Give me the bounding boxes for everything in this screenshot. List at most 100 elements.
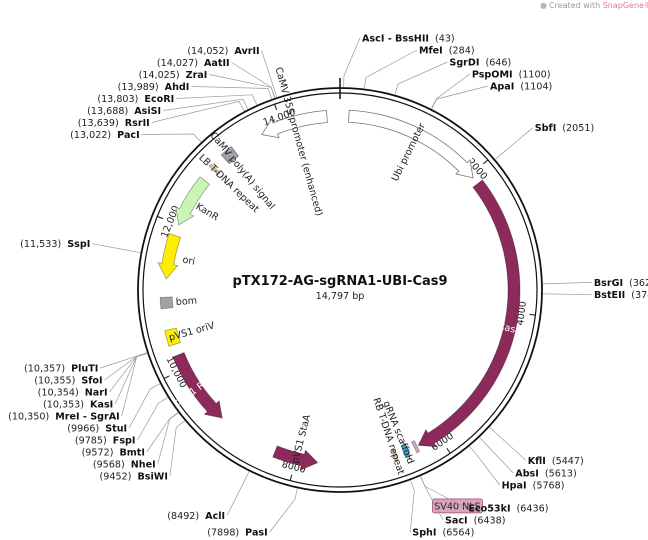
enzyme-position: (13,989)	[118, 82, 159, 93]
sv40-nls-box	[432, 498, 483, 514]
enzyme-position: (9785)	[75, 435, 107, 446]
enzyme-leader-line	[409, 480, 415, 533]
enzyme-leader-line	[542, 293, 593, 296]
enzyme-site-bmti[interactable]: BmtI(9572)	[82, 412, 179, 459]
feature-cas9[interactable]: Cas9	[417, 179, 522, 448]
enzyme-site-bsiwi[interactable]: BsiWI(9452)	[100, 420, 185, 483]
feature-ori[interactable]: ori	[157, 232, 196, 280]
snapgene-logo-icon: ●	[540, 1, 547, 10]
snapgene-credit[interactable]: ● Created with SnapGene®	[540, 1, 648, 10]
enzyme-leader-line	[191, 86, 273, 99]
enzyme-site-saci[interactable]: SacI(6438)	[420, 476, 506, 527]
feature-label: ori	[182, 255, 196, 268]
enzyme-leader-line	[157, 412, 179, 465]
enzyme-leader-line	[163, 98, 249, 111]
enzyme-site-nhei[interactable]: NheI(9568)	[93, 412, 179, 471]
enzyme-position: (11,533)	[20, 239, 61, 250]
backbone-inner-strand	[142, 92, 538, 488]
feature-bom[interactable]: bom	[159, 296, 197, 310]
feature-arrow	[175, 176, 210, 226]
enzyme-name: PasI	[245, 528, 268, 539]
feature-arrow	[411, 440, 421, 454]
enzyme-site-sbfi[interactable]: SbfI(2051)	[495, 123, 594, 160]
feature-kanr[interactable]: KanR	[175, 176, 221, 226]
tick-mark	[157, 215, 164, 220]
enzyme-site-mrei-sgrai[interactable]: MreI - SgrAI(10,350)	[8, 353, 148, 422]
enzyme-position: (14,027)	[157, 58, 198, 69]
enzyme-leader-line	[169, 420, 185, 477]
enzyme-site-sspi[interactable]: SspI(11,533)	[20, 239, 141, 254]
enzyme-site-bsrgi[interactable]: BsrGI(3628)	[542, 278, 648, 289]
feature-arrow	[417, 179, 521, 448]
enzyme-leader-line	[420, 476, 444, 521]
enzyme-position: (6564)	[442, 528, 474, 539]
enzyme-site-bsteii[interactable]: BstEII(3743)	[542, 290, 648, 301]
enzyme-name: AclI	[205, 511, 225, 522]
enzyme-site-apai[interactable]: ApaI(1104)	[431, 82, 553, 110]
enzyme-site-mfei[interactable]: MfeI(284)	[364, 46, 475, 89]
enzyme-site-ahdi[interactable]: AhdI(13,989)	[118, 82, 273, 99]
enzyme-leader-line	[431, 85, 489, 110]
enzyme-site-kfli[interactable]: KflI(5447)	[489, 426, 584, 467]
enzyme-leader-line	[121, 353, 148, 417]
enzyme-site-hpai[interactable]: HpaI(5768)	[469, 446, 565, 491]
feature-sv40-nls[interactable]: SV40 NLS	[411, 440, 483, 514]
enzyme-position: (9568)	[93, 459, 125, 470]
enzyme-position: (10,355)	[34, 375, 75, 386]
feature-ubi-promoter[interactable]: Ubi promoter	[348, 109, 474, 183]
enzyme-leader-line	[489, 426, 526, 461]
enzyme-site-acli[interactable]: AclI (8492)	[167, 471, 250, 522]
enzyme-position: (10,357)	[24, 363, 65, 374]
svg-text:Created with SnapGene®: Created with SnapGene®	[549, 1, 648, 10]
tick-mark	[483, 159, 489, 165]
enzyme-position: (1104)	[520, 82, 552, 93]
enzyme-name: AscI - BssHII	[362, 34, 429, 45]
feature-arrow	[348, 109, 474, 179]
enzyme-leader-line	[261, 50, 278, 98]
enzyme-position: (5768)	[533, 480, 565, 491]
enzyme-site-pasi[interactable]: PasI(7898)	[207, 488, 298, 539]
enzyme-site-asci-bsshii[interactable]: AscI - BssHII (43)	[343, 34, 455, 88]
enzyme-leader-line	[104, 352, 148, 381]
feature-arrow	[391, 448, 399, 462]
backbone-group	[137, 78, 543, 493]
enzyme-name: SacI	[445, 516, 468, 527]
credit-prefix: Created with	[549, 1, 603, 10]
enzyme-name: StuI	[105, 423, 127, 434]
enzyme-site-ecori[interactable]: EcoRI (13,803)	[97, 94, 258, 105]
feature-arrow	[159, 296, 174, 310]
enzyme-site-pspomi[interactable]: PspOMI(1100)	[431, 70, 550, 109]
enzyme-name: AbsI	[515, 468, 539, 479]
plasmid-size: 14,797 bp	[316, 291, 365, 302]
enzyme-site-paci[interactable]: PacI(13,022)	[70, 130, 202, 143]
enzyme-position: (13,803)	[97, 94, 138, 105]
enzyme-site-absi[interactable]: AbsI(5613)	[479, 437, 577, 479]
enzyme-site-pluti[interactable]: PluTI(10,357)	[24, 352, 148, 375]
enzyme-site-avrii[interactable]: AvrII(14,052)	[187, 46, 278, 98]
tick-mark	[163, 375, 170, 379]
enzyme-position: (8492)	[167, 511, 199, 522]
enzyme-name: EcoRI	[144, 94, 174, 105]
enzyme-site-sphi[interactable]: SphI (6564)	[409, 480, 474, 539]
enzyme-position: (13,688)	[87, 106, 128, 117]
feature-pvs1-staa[interactable]: pVS1 StaA	[272, 413, 319, 471]
enzyme-name: AvrII	[234, 46, 259, 57]
feature-pvs1-oriv[interactable]: pVS1 oriV	[164, 320, 217, 347]
enzyme-site-zrai[interactable]: ZraI(14,025)	[139, 70, 275, 98]
enzyme-position: (10,354)	[38, 387, 79, 398]
enzyme-site-sgrdi[interactable]: SgrDI(646)	[394, 58, 511, 95]
enzyme-site-asisi[interactable]: AsiSI(13,688)	[87, 98, 249, 117]
enzyme-group: AscI - BssHII (43)MfeI(284)SgrDI(646)PspO…	[8, 34, 648, 539]
enzyme-leader-line	[92, 243, 141, 254]
enzyme-position: (9966)	[67, 423, 99, 434]
enzyme-site-rsrii[interactable]: RsrII(13,639)	[78, 100, 245, 129]
tick-mark	[529, 313, 536, 316]
enzyme-site-stui[interactable]: StuI (9966)	[67, 383, 161, 435]
enzyme-position: (43)	[435, 34, 455, 45]
enzyme-leader-line	[469, 446, 500, 486]
feature-arrow	[164, 327, 181, 347]
enzyme-site-fspi[interactable]: FspI (9785)	[75, 397, 168, 446]
enzyme-name: FspI	[113, 435, 136, 446]
enzyme-name: SphI	[412, 528, 436, 539]
feature-arrow	[172, 351, 223, 419]
